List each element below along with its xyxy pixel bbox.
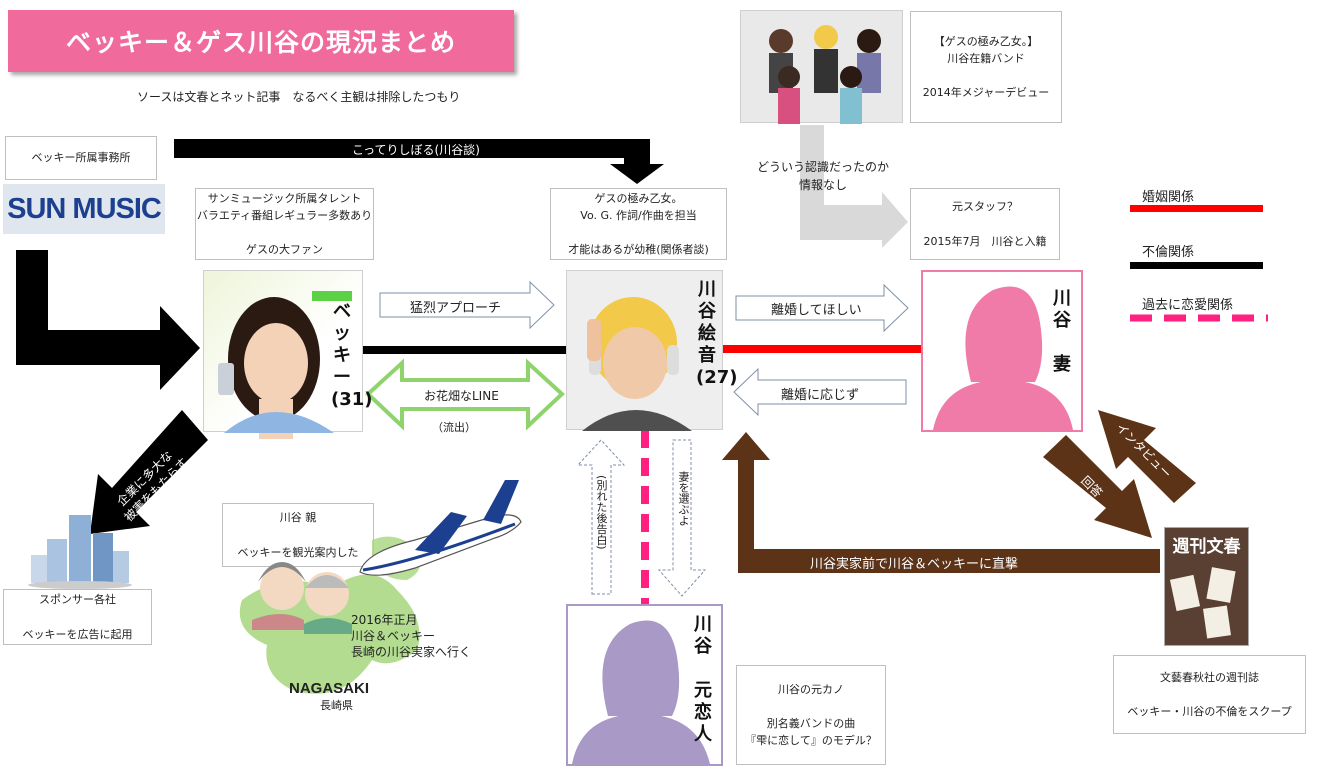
- sunmusic-logo-text: SUN MUSIC: [7, 192, 162, 225]
- sunmusic-to-kawatani-arrow: [174, 139, 664, 184]
- wife-card: 川谷 妻: [921, 270, 1083, 432]
- sunmusic-label: ベッキー所属事務所: [5, 136, 157, 180]
- page-subtitle: ソースは文春とネット記事 なるべく主観は排除したつもり: [137, 90, 461, 104]
- line-exchange-arrow: [365, 358, 565, 431]
- bunshun-info: 文藝春秋社の週刊誌 ベッキー・川谷の不倫をスクープ: [1113, 655, 1306, 734]
- wife-name: 川谷 妻: [1053, 288, 1071, 375]
- approach-label: 猛烈アプローチ: [410, 301, 502, 316]
- legend-marriage-label: 婚姻関係: [1142, 190, 1195, 205]
- choose-wife-label: 妻を選ぶよ: [677, 471, 690, 526]
- awareness-label: どういう認識だったのか 情報なし: [757, 160, 890, 192]
- affair-line: [362, 346, 567, 354]
- breakup-arrow: [576, 439, 626, 595]
- legend-past-label: 過去に恋愛関係: [1142, 298, 1234, 313]
- sponsors-info: スポンサー各社 ベッキーを広告に起用: [3, 589, 152, 645]
- sunmusic-to-becky-arrow: [16, 250, 200, 390]
- legend-affair-line: [1130, 262, 1263, 269]
- page-title: ベッキー＆ゲス川谷の現況まとめ: [8, 10, 514, 72]
- damage-arrow: [90, 410, 208, 534]
- legend-affair-label: 不倫関係: [1142, 245, 1195, 260]
- buildings-icon: [28, 515, 132, 589]
- choose-wife-arrow: [657, 439, 707, 597]
- ex-silhouette-icon: [572, 620, 710, 764]
- leak-label: （流出）: [432, 421, 476, 434]
- band-to-wife-arrow: [800, 125, 908, 248]
- bunshun-logo-text: 週刊文春: [1172, 537, 1241, 557]
- becky-info: サンミュージック所属タレント バラエティ番組レギュラー多数あり ゲスの大ファン: [195, 188, 374, 260]
- want-divorce-arrow: [735, 283, 909, 333]
- becky-photo: ベッキー (31): [203, 270, 373, 439]
- bunshun-ambush-arrow: [722, 432, 1160, 573]
- legend-marriage-line: [1130, 205, 1263, 212]
- kawatani-portrait-icon: [582, 297, 692, 431]
- ambush-label: 川谷実家前で川谷＆ベッキーに直撃: [810, 557, 1019, 572]
- breakup-label: (別れた後告白): [595, 475, 608, 550]
- want-divorce-label: 離婚してほしい: [771, 303, 862, 318]
- wife-info: 元スタッフ？ 2015年7月 川谷と入籍: [910, 188, 1060, 260]
- marriage-line: [722, 345, 922, 353]
- becky-name: ベッキー (31): [331, 301, 373, 410]
- nagasaki-label: NAGASAKI: [289, 680, 370, 697]
- ex-name: 川谷 元恋人: [694, 614, 712, 745]
- band-members-icon: [769, 25, 881, 124]
- bunshun-cover: 週刊文春: [1164, 527, 1249, 646]
- becky-portrait-icon: [218, 291, 352, 439]
- kawatani-name: 川谷絵音 (27): [696, 279, 738, 388]
- approach-arrow: [379, 280, 555, 330]
- airplane-icon: [359, 480, 522, 576]
- nagasaki-sub-label: 長崎県: [320, 699, 353, 712]
- kawatani-info: ゲスの極み乙女。 Vo. G. 作詞/作曲を担当 才能はあるが幼稚(関係者談): [550, 188, 727, 260]
- refuse-divorce-label: 離婚に応じず: [781, 388, 860, 403]
- answer-arrow: [1043, 435, 1152, 538]
- band-info: 【ゲスの極み乙女。】 川谷在籍バンド 2014年メジャーデビュー: [910, 11, 1062, 123]
- band-photo: [740, 10, 903, 124]
- trip-label: 2016年正月 川谷＆ベッキー 長崎の川谷実家へ行く: [351, 613, 472, 660]
- ex-card: 川谷 元恋人: [566, 604, 723, 766]
- ex-info: 川谷の元カノ 別名義バンドの曲 『雫に恋して』のモデル？: [736, 665, 886, 765]
- wife-silhouette-icon: [933, 286, 1073, 430]
- interview-arrow: [1098, 410, 1196, 503]
- nagasaki-map-illustration: [239, 536, 421, 694]
- parents-info: 川谷 親 ベッキーを観光案内した: [222, 503, 374, 567]
- kawatani-photo: 川谷絵音 (27): [566, 270, 738, 431]
- sunmusic-kawatani-label: こってりしぼる(川谷談): [352, 143, 480, 157]
- refuse-divorce-arrow: [733, 367, 907, 417]
- line-label: お花畑なLINE: [424, 389, 499, 403]
- sunmusic-logo: SUN MUSIC: [3, 184, 165, 234]
- bunshun-cards-icon: [1169, 567, 1236, 639]
